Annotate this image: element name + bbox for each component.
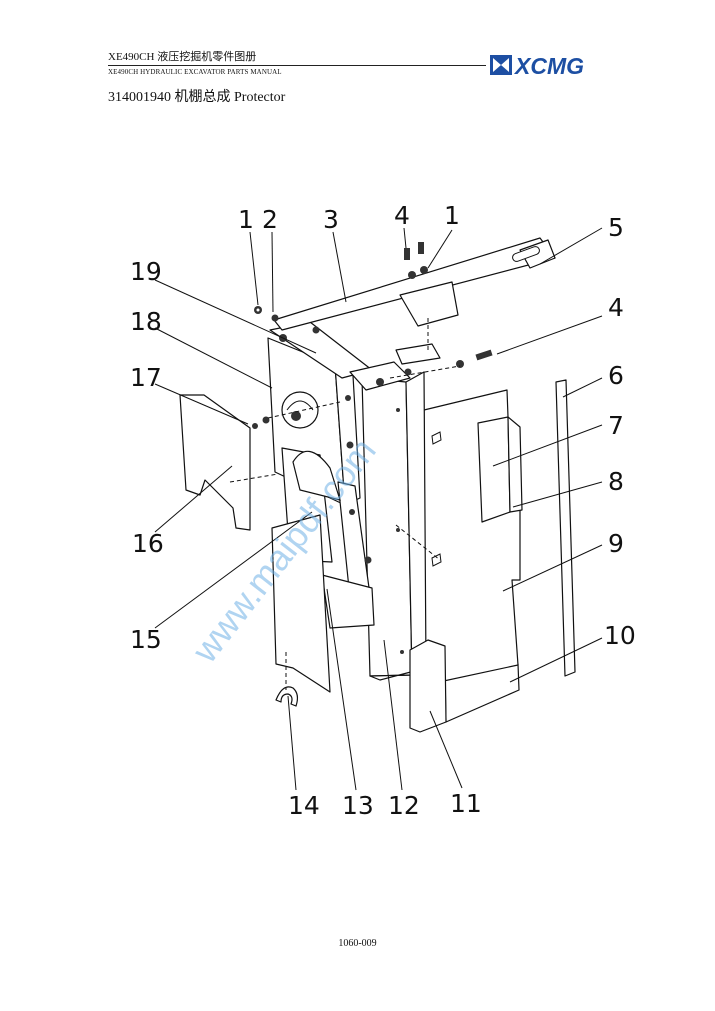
upper-mount-plate (395, 343, 441, 365)
callout-9: 9 (608, 529, 624, 558)
manual-title-chinese: XE490CH 液压挖掘机零件图册 (108, 51, 257, 63)
callout-16: 16 (132, 529, 164, 558)
callout-10: 10 (604, 621, 636, 650)
callout-3: 3 (323, 205, 339, 234)
pillar-top-plate (349, 361, 411, 391)
callout-8: 8 (608, 467, 624, 496)
part-12-pillar (361, 377, 413, 677)
callout-13: 13 (342, 791, 374, 820)
callout-14: 14 (288, 791, 320, 820)
callout-5: 5 (608, 213, 624, 242)
assembly-title: 314001940 机棚总成 Protector (108, 90, 286, 105)
callout-2: 2 (262, 205, 278, 234)
callout-1-top: 1 (444, 201, 460, 230)
callout-7: 7 (608, 411, 624, 440)
callout-12: 12 (388, 791, 420, 820)
callout-18: 18 (130, 307, 162, 336)
arm-bracket-plate (399, 281, 459, 327)
part-14-clip (275, 686, 299, 707)
part-7-channel (477, 416, 511, 523)
callout-4-top: 4 (394, 201, 410, 230)
xcmg-logo: XCMG (490, 53, 584, 78)
part-16-side-plate (179, 394, 251, 531)
part-8-flange (507, 416, 523, 513)
exploded-parts-diagram: 1 2 3 4 1 5 19 18 4 17 6 7 8 16 9 15 10 … (130, 201, 636, 820)
callout-17: 17 (130, 363, 162, 392)
page-number: 1060-009 (338, 938, 377, 949)
part-13-plate (271, 514, 331, 693)
callout-11: 11 (450, 789, 482, 818)
manual-title-english: XE490CH HYDRAULIC EXCAVATOR PARTS MANUAL (108, 68, 282, 76)
callout-1: 1 (238, 205, 254, 234)
header-rule (108, 65, 486, 66)
logo-wordmark: XCMG (513, 53, 584, 78)
part-13-block-top (321, 574, 375, 629)
callout-6: 6 (608, 361, 624, 390)
part-6-strip (555, 379, 576, 677)
callout-19: 19 (130, 257, 162, 286)
callout-15: 15 (130, 625, 162, 654)
callout-4-right: 4 (608, 293, 624, 322)
part-11-block (409, 639, 447, 733)
